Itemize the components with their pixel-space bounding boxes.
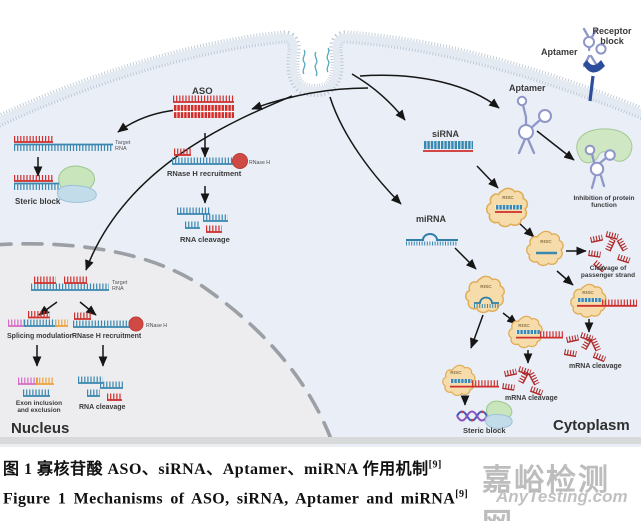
risc-complexes: RISC RISC RISC RISC RISC RISC (442, 187, 637, 396)
nucleus-target-rna (31, 276, 109, 291)
nucleus-rnase-h-complex (73, 312, 144, 332)
caption-chinese: 图 1 寡核苷酸 ASO、siRNA、Aptamer、miRNA 作用机制[9] (3, 455, 442, 479)
target-rna-label: Target RNA (112, 280, 128, 293)
risc-label: RISC (518, 323, 530, 329)
exon-inclusion-label: Exon inclusion and exclusion (15, 400, 63, 415)
receptor-block-label: Receptor block (592, 26, 632, 47)
aso-label: ASO (192, 86, 213, 97)
rnase-h-enzyme (128, 316, 144, 332)
rnase-h-label: RNase H (249, 160, 270, 166)
steric-block-label: Steric block (15, 197, 61, 206)
caption-english: Figure 1 Mechanisms of ASO, siRNA, Aptam… (3, 489, 468, 508)
aptamer-label: Aptamer (541, 47, 578, 57)
aptamer-molecule-cytoplasm (516, 95, 552, 155)
exon-fragments (18, 377, 54, 397)
endocytosed-oligos (302, 47, 330, 77)
mrna-cleavage-label: mRNA cleavage (569, 363, 622, 370)
inhibition-protein-complex (576, 128, 633, 190)
nucleus-rna-cleavage-fragments (78, 376, 123, 401)
nucleus-region (0, 242, 336, 447)
watermark-cn: 嘉峪检测网 (482, 464, 610, 521)
caption-english-ref: [9] (455, 489, 469, 500)
splicing-modulation-label: Splicing modulation (7, 333, 74, 340)
splicing-modulation-complex (8, 311, 68, 327)
sirna-label: siRNA (432, 129, 460, 139)
watermark-url: AnyTesting.com (496, 487, 628, 506)
diagram-canvas: RISC RISC RISC RISC RISC RISC (0, 27, 641, 447)
rnase-h-label: RNase H (146, 323, 167, 329)
risc-label: RISC (450, 370, 462, 376)
inhibition-label: Inhibition of protein function (573, 195, 635, 210)
caption-chinese-ref: [9] (428, 459, 442, 471)
mirna-label: miRNA (416, 214, 447, 224)
steric-protein-blue (57, 184, 97, 203)
figure-bottom-edge (0, 437, 641, 444)
rna-cleavage-label: RNA cleavage (180, 235, 230, 244)
rnase-h-recruitment-label: RNase H recruitment (167, 169, 242, 178)
cytoplasm-label: Cytoplasm (553, 417, 630, 434)
nucleus-label: Nucleus (11, 420, 70, 437)
rna-cleavage-label: RNA cleavage (79, 404, 126, 411)
rnase-h-recruitment-complex (172, 148, 248, 169)
steric-block-bottom (456, 400, 513, 429)
risc-label: RISC (582, 290, 594, 296)
cleavage-passenger-label: Cleavage of passenger strand (580, 265, 636, 280)
sirna-duplex (423, 141, 473, 152)
aptamer-label: Aptamer (509, 83, 546, 93)
mirna-hairpin (406, 233, 458, 246)
rnase-h-enzyme (232, 153, 248, 169)
rna-cleavage-fragments-cytoplasm (177, 207, 228, 233)
rnase-h-recruitment-label: RNase H recruitment (72, 333, 142, 340)
receptor (583, 60, 605, 73)
risc-label: RISC (480, 284, 492, 290)
risc-label: RISC (540, 239, 552, 245)
caption-english-text: Figure 1 Mechanisms of ASO, siRNA, Aptam… (3, 490, 456, 508)
pathway-arrows (32, 73, 594, 406)
target-rna-steric-block-group (14, 136, 113, 203)
risc-label: RISC (502, 195, 514, 201)
steric-block-label: Steric block (463, 426, 506, 435)
aptamer-receptor-block (582, 27, 607, 102)
aso-duplex (173, 95, 234, 118)
target-rna-label: Target RNA (115, 140, 131, 153)
caption-chinese-text: 图 1 寡核苷酸 ASO、siRNA、Aptamer、miRNA 作用机制 (3, 461, 429, 478)
mrna-cleavage-label: mRNA cleavage (505, 395, 558, 402)
cell-membrane (0, 30, 641, 128)
